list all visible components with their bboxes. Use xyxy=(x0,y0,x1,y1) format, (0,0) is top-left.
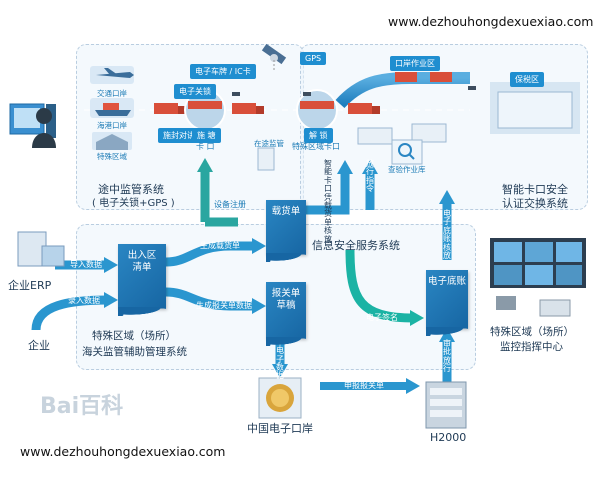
left-gate-label: 卡 口 xyxy=(196,142,215,151)
monitor-wall-icon xyxy=(490,238,586,317)
enterprise-label: 企业 xyxy=(28,339,50,352)
customs-draft-doc-label: 报关单 草稿 xyxy=(271,288,301,311)
h2000-label: H2000 xyxy=(430,431,467,444)
port-ops-tag: 口岸作业区 xyxy=(390,56,440,71)
release-instruction-label: 放行指令 xyxy=(366,159,374,194)
eport-icon xyxy=(258,377,302,419)
ledger-doc-label: 电子底账 xyxy=(427,276,466,287)
gate-system-subtitle: 认证交换系统 xyxy=(502,197,568,210)
gen-customs-label: 生成报关单数据 xyxy=(196,301,252,310)
monitor-center-subtitle: 监控指挥中心 xyxy=(500,341,563,353)
gate-system-title: 智能卡口安全 xyxy=(502,183,568,196)
erp-label: 企业ERP xyxy=(8,279,52,292)
gps-tag: GPS xyxy=(300,52,327,65)
io-list-doc-label: 出入区 清单 xyxy=(127,250,157,273)
monitor-center-title: 特殊区域（场所） xyxy=(490,326,574,338)
rfid-tag: 电子车牌 / IC卡 xyxy=(190,64,256,79)
approve-release-label: 审批放行 xyxy=(443,339,451,374)
cargo-list-doc[interactable]: 载货单 xyxy=(266,200,306,262)
declare-label: 申报报关单 xyxy=(344,381,384,390)
baidu-watermark: Bai百科 xyxy=(40,394,124,419)
tracking-tag: 施封对讲 xyxy=(158,128,200,143)
seal-tag: 电子关锁 xyxy=(174,84,216,99)
mgmt-system-subtitle: 海关监管辅助管理系统 xyxy=(82,346,187,358)
left-station-label: 施 塘 xyxy=(192,128,221,143)
customs-draft-doc[interactable]: 报关单 草稿 xyxy=(266,282,306,346)
cargo-list-doc-label: 载货单 xyxy=(271,206,301,217)
port-label-air: 交通口岸 xyxy=(97,89,127,98)
erp-server-icon xyxy=(17,231,65,267)
magnifier-icon xyxy=(391,139,423,165)
bonded-building-icon xyxy=(490,82,580,134)
port-label-special: 特殊区域 xyxy=(97,152,127,161)
info-security-label: 信息安全服务系统 xyxy=(312,239,400,252)
inspection-label: 查验作业库 xyxy=(388,165,426,174)
io-list-doc[interactable]: 出入区 清单 xyxy=(118,244,166,316)
import-data-label: 导入数据 xyxy=(70,260,102,269)
smart-gate-release-label: 智能卡口凭载货单核放 xyxy=(324,159,332,244)
e-sign-label: 电子签名 xyxy=(366,313,398,322)
right-station-label: 解 锁 xyxy=(304,128,333,143)
satellite-icon xyxy=(261,43,287,72)
bonded-zone-tag: 保税区 xyxy=(510,72,544,87)
watermark-bottom: www.dezhouhongdexuexiao.com xyxy=(10,440,236,463)
port-building-icon xyxy=(357,123,447,145)
right-gate-label: 特殊区域卡口 xyxy=(292,142,340,151)
officer-icon xyxy=(9,103,56,148)
transit-monitor-label: 在途监管 xyxy=(254,139,284,148)
ship-icon xyxy=(90,98,134,118)
h2000-server-icon xyxy=(425,381,467,429)
gen-cargo-label: 生成载货单 xyxy=(200,241,240,250)
transit-system-subtitle: ( 电子关锁+GPS ) xyxy=(92,198,175,209)
port-label-sea: 海港口岸 xyxy=(97,121,127,130)
input-data-label: 录入数据 xyxy=(68,296,100,305)
clearance-confirm-label: 电子底账核放 xyxy=(443,209,451,260)
transit-system-title: 途中监管系统 xyxy=(98,183,164,196)
checkpoint-terminal-icon xyxy=(257,147,275,171)
camera-icon xyxy=(232,86,476,96)
eport-label: 中国电子口岸 xyxy=(247,422,313,435)
airplane-icon xyxy=(90,66,134,84)
device-register-label: 设备注册 xyxy=(214,200,246,209)
watermark-top: www.dezhouhongdexuexiao.com xyxy=(378,10,600,33)
warehouse-icon xyxy=(92,132,132,150)
mgmt-system-title: 特殊区域（场所） xyxy=(92,330,176,342)
truck-icon xyxy=(154,72,452,114)
ledger-doc[interactable]: 电子底账 xyxy=(426,270,468,336)
